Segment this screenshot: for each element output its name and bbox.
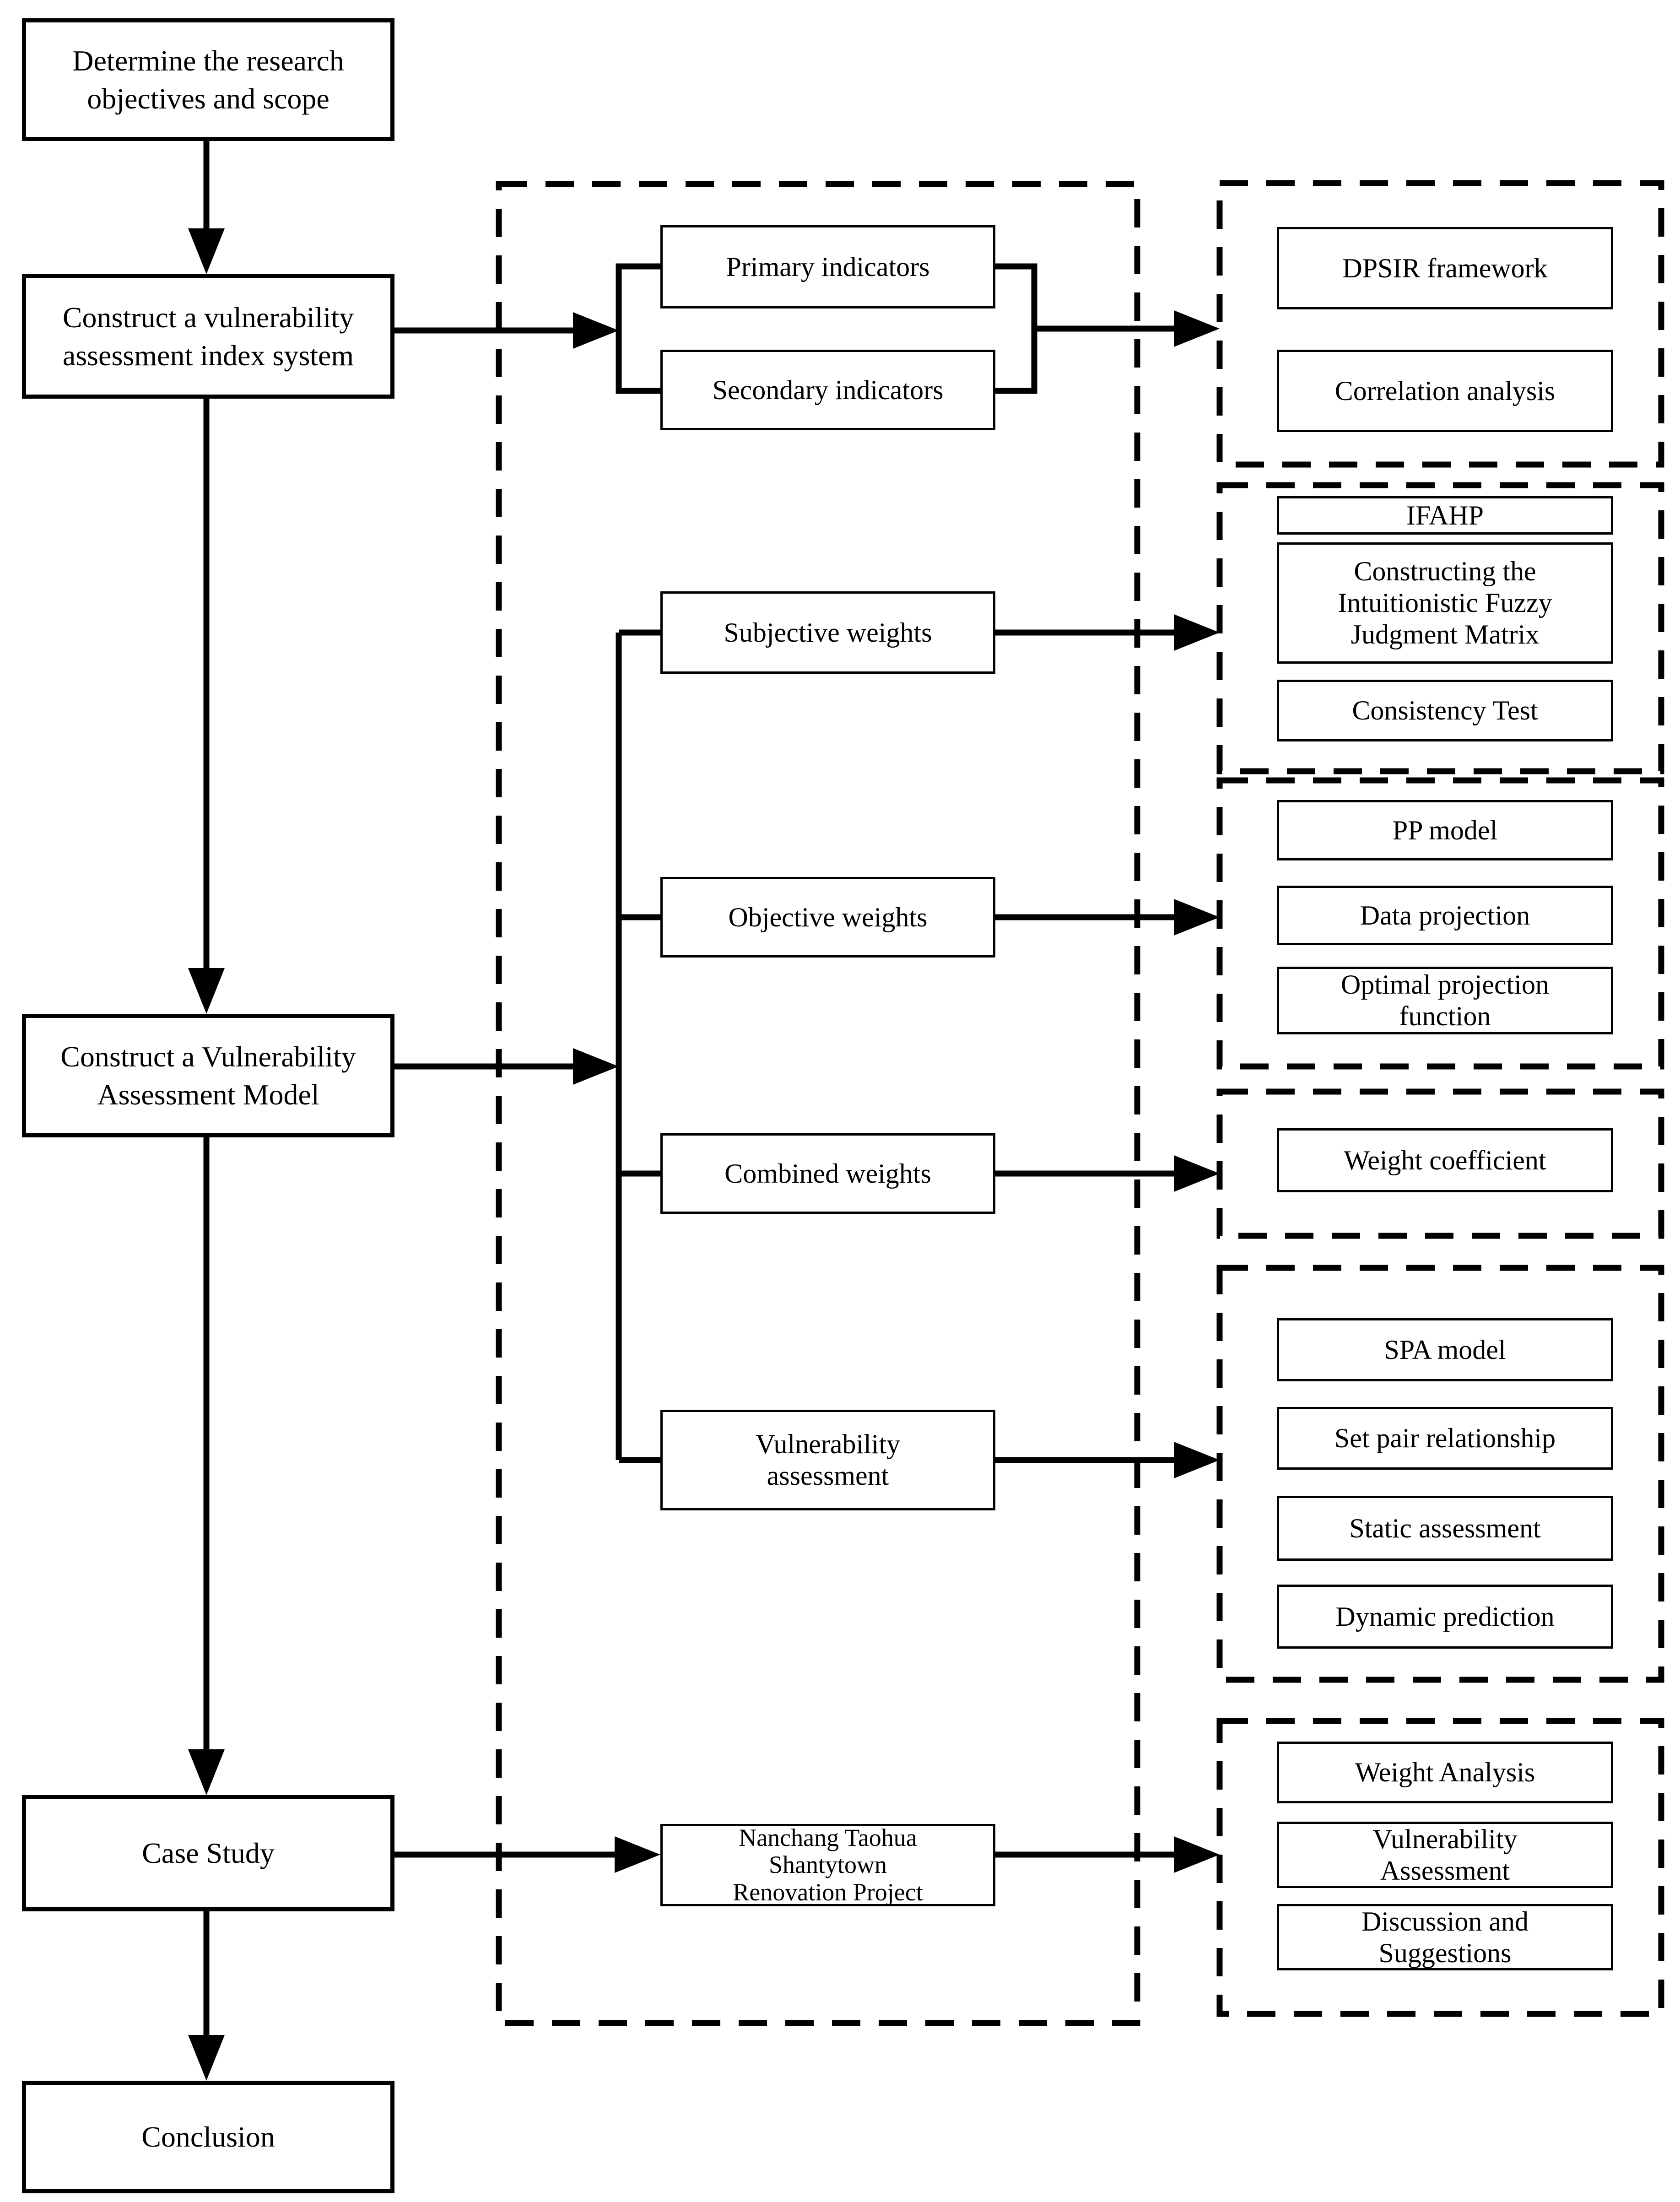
node-research-scope: Determine the research objectives and sc…	[22, 18, 394, 141]
arrowhead-down-2	[188, 968, 225, 1014]
arrowhead-down-1	[188, 228, 225, 274]
node-data-projection-label: Data projection	[1360, 900, 1530, 931]
arrowheads	[188, 228, 1220, 2081]
arrowhead-down-3	[188, 1749, 225, 1795]
group-combined-methods-border	[1216, 1088, 1664, 1239]
node-conclusion-label: Conclusion	[141, 2121, 275, 2153]
node-vulnerability-assessment: Vulnerability assessment	[660, 1410, 995, 1510]
connector-lines	[203, 141, 1177, 2038]
node-index-system: Construct a vulnerability assessment ind…	[22, 274, 394, 399]
node-weight-coefficient: Weight coefficient	[1277, 1128, 1613, 1192]
node-dpsir-framework-label: DPSIR framework	[1342, 253, 1548, 283]
node-discussion-suggestions: Discussion and Suggestions	[1277, 1904, 1613, 1970]
arrowhead-right-analysis	[1174, 1836, 1220, 1873]
node-optimal-projection: Optimal projection function	[1277, 967, 1613, 1034]
node-case-project-label: Nanchang Taohua Shantytown Renovation Pr…	[733, 1823, 923, 1906]
arrowhead-right-pp	[1174, 899, 1220, 936]
node-fuzzy-judgment-matrix: Constructing the Intuitionistic Fuzzy Ju…	[1277, 542, 1613, 664]
node-objective-weights: Objective weights	[660, 877, 995, 958]
node-combined-weights: Combined weights	[660, 1133, 995, 1214]
node-index-system-label: Construct a vulnerability assessment ind…	[62, 301, 354, 372]
dashed-group-borders	[496, 180, 1664, 2026]
node-vulnerability-assessment-label: Vulnerability assessment	[755, 1429, 901, 1491]
arrowhead-right-project	[615, 1836, 660, 1873]
group-subjective-methods-border	[1216, 482, 1664, 774]
node-dynamic-prediction: Dynamic prediction	[1277, 1585, 1613, 1649]
node-subjective-weights-label: Subjective weights	[724, 617, 932, 648]
bracket-weights	[616, 629, 662, 1463]
arrowhead-right-dpsir	[1174, 310, 1220, 347]
node-spa-model: SPA model	[1277, 1318, 1613, 1381]
arrowhead-right-ifahp	[1174, 614, 1220, 651]
node-consistency-test: Consistency Test	[1277, 680, 1613, 741]
node-static-assessment-label: Static assessment	[1349, 1513, 1541, 1543]
bracket-indicators-left	[616, 263, 662, 394]
node-subjective-weights: Subjective weights	[660, 591, 995, 674]
node-correlation-analysis: Correlation analysis	[1277, 350, 1613, 432]
node-case-study-label: Case Study	[142, 1837, 275, 1870]
group-objective-methods-border	[1216, 777, 1664, 1070]
node-conclusion: Conclusion	[22, 2081, 394, 2193]
node-case-study: Case Study	[22, 1795, 394, 1911]
node-primary-indicators: Primary indicators	[660, 225, 995, 308]
node-set-pair-relationship-label: Set pair relationship	[1334, 1423, 1556, 1453]
arrowhead-right-indicators	[573, 312, 619, 349]
group-assessment-methods-border	[1216, 1265, 1664, 1683]
node-assessment-model: Construct a Vulnerability Assessment Mod…	[22, 1014, 394, 1137]
node-fuzzy-judgment-matrix-label: Constructing the Intuitionistic Fuzzy Ju…	[1338, 556, 1552, 649]
node-case-project: Nanchang Taohua Shantytown Renovation Pr…	[660, 1824, 995, 1906]
node-secondary-indicators-label: Secondary indicators	[712, 374, 944, 405]
arrowhead-down-4	[188, 2035, 225, 2081]
node-data-projection: Data projection	[1277, 886, 1613, 945]
bracket-indicators-right	[994, 263, 1177, 394]
arrowhead-right-spa	[1174, 1442, 1220, 1478]
node-vulnerability-assessment-result-label: Vulnerability Assessment	[1372, 1823, 1518, 1886]
node-static-assessment: Static assessment	[1277, 1496, 1613, 1561]
node-dynamic-prediction-label: Dynamic prediction	[1335, 1601, 1555, 1632]
arrowhead-right-weights	[573, 1048, 619, 1085]
node-consistency-test-label: Consistency Test	[1352, 695, 1538, 725]
node-dpsir-framework: DPSIR framework	[1277, 227, 1613, 309]
node-pp-model-label: PP model	[1392, 815, 1498, 845]
middle-dashed-container	[496, 181, 1140, 2026]
node-spa-model-label: SPA model	[1384, 1334, 1506, 1365]
node-set-pair-relationship: Set pair relationship	[1277, 1407, 1613, 1470]
node-vulnerability-assessment-result: Vulnerability Assessment	[1277, 1822, 1613, 1888]
node-assessment-model-label: Construct a Vulnerability Assessment Mod…	[60, 1040, 356, 1111]
node-research-scope-label: Determine the research objectives and sc…	[72, 44, 344, 115]
node-ifahp: IFAHP	[1277, 496, 1613, 535]
node-combined-weights-label: Combined weights	[724, 1158, 931, 1189]
arrowhead-right-coefficient	[1174, 1155, 1220, 1192]
node-secondary-indicators: Secondary indicators	[660, 350, 995, 430]
group-case-methods-border	[1216, 1718, 1664, 2017]
node-discussion-suggestions-label: Discussion and Suggestions	[1361, 1906, 1529, 1968]
node-weight-coefficient-label: Weight coefficient	[1344, 1145, 1546, 1175]
node-weight-analysis: Weight Analysis	[1277, 1742, 1613, 1803]
group-indicator-methods-border	[1216, 180, 1664, 468]
node-primary-indicators-label: Primary indicators	[726, 251, 930, 282]
node-weight-analysis-label: Weight Analysis	[1355, 1757, 1535, 1787]
node-ifahp-label: IFAHP	[1406, 500, 1484, 530]
node-pp-model: PP model	[1277, 800, 1613, 860]
node-correlation-analysis-label: Correlation analysis	[1334, 375, 1556, 406]
node-optimal-projection-label: Optimal projection function	[1341, 969, 1549, 1031]
node-objective-weights-label: Objective weights	[728, 902, 928, 932]
